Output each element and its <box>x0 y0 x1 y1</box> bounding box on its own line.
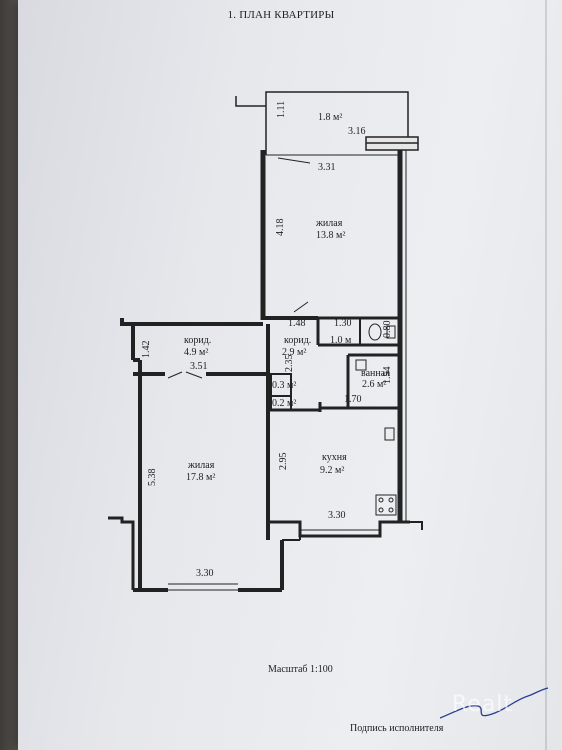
dimension-5-38: 5.38 <box>147 469 158 487</box>
kitchen-area: 9.2 м² <box>320 465 344 476</box>
dimension-3-31: 3.31 <box>318 162 336 173</box>
dimension-3-51: 3.51 <box>190 361 208 372</box>
dimension-1-70: 1.70 <box>344 394 362 405</box>
dimension-1-30: 1.30 <box>334 318 352 329</box>
dimension-2-35: 2.35 <box>284 355 295 373</box>
closet2-area: 0.2 м² <box>272 398 296 409</box>
dimension-1-48: 1.48 <box>288 318 306 329</box>
dimension-4-18: 4.18 <box>275 219 286 237</box>
corridor2-area: 2.9 м² <box>282 347 306 358</box>
living2-area: 17.8 м² <box>186 472 215 483</box>
toilet-area: 1.0 м <box>330 335 352 346</box>
dimension-1-11: 1.11 <box>276 101 287 118</box>
corridor2-name: корид. <box>284 335 311 346</box>
dimension-3-30-living: 3.30 <box>196 568 214 579</box>
signature-scribble <box>439 687 549 719</box>
corridor1-name: корид. <box>184 335 211 346</box>
living1-area: 13.8 м² <box>316 230 345 241</box>
dimension-1-54: 1.54 <box>382 367 393 385</box>
dimension-3-16: 3.16 <box>348 126 366 137</box>
bath-area: 2.6 м² <box>362 379 386 390</box>
signature-label: Подпись исполнителя <box>350 723 444 734</box>
living1-name: жилая <box>315 218 343 229</box>
paper-fold <box>545 0 547 750</box>
dimension-0-80: 0.80 <box>382 321 393 339</box>
scale-label: Масштаб 1:100 <box>268 664 333 675</box>
living2-name: жилая <box>187 460 215 471</box>
corridor1-area: 4.9 м² <box>184 347 208 358</box>
dimension-3-30-kitchen: 3.30 <box>328 510 346 521</box>
document-title: 1. ПЛАН КВАРТИРЫ <box>227 9 335 21</box>
watermark-logo: Realt <box>452 692 514 717</box>
dimension-1-42: 1.42 <box>141 341 152 359</box>
kitchen-name: кухня <box>322 452 347 463</box>
closet1-area: 0.3 м² <box>272 380 296 391</box>
balcony-area: 1.8 м² <box>318 112 342 123</box>
bath-name: ванная <box>361 368 390 379</box>
dimension-2-95: 2.95 <box>278 453 289 471</box>
